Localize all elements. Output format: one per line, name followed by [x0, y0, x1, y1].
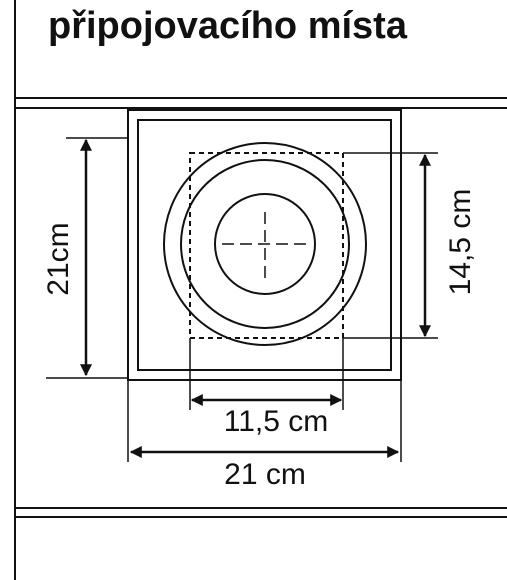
inner-height-label: 14,5 cm [444, 189, 477, 296]
outer-plate [127, 109, 402, 381]
inner-ring [214, 193, 316, 295]
outer-width-label: 21 cm [224, 458, 306, 491]
middle-ring [180, 159, 350, 329]
diagram-title: připojovacího místa [48, 5, 407, 47]
inner-plate [137, 119, 392, 371]
dashed-opening [189, 152, 344, 339]
outer-height-label: 21cm [42, 222, 75, 295]
inner-width-label: 11,5 cm [224, 405, 329, 438]
outer-ring [163, 142, 367, 346]
